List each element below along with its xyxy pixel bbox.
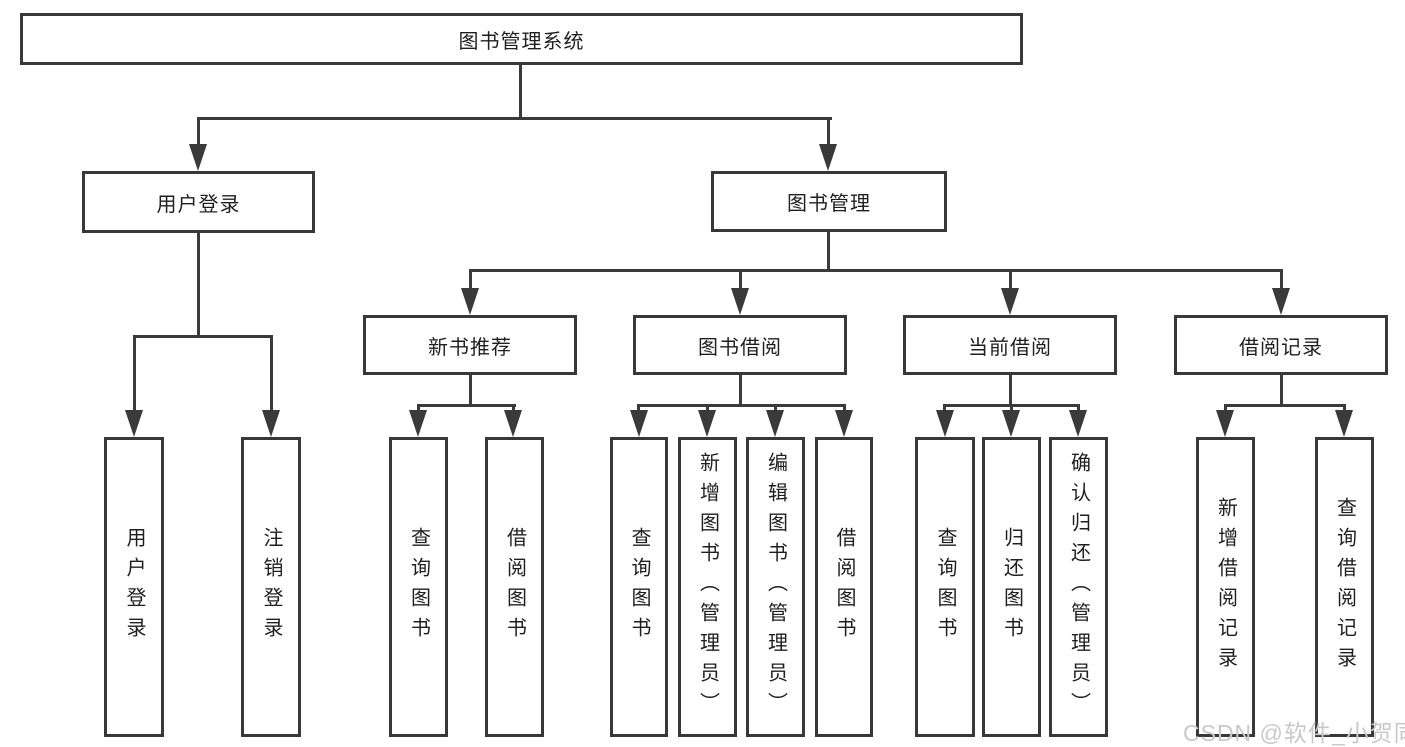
connector-line	[1009, 375, 1012, 406]
leaf-logout: 注销登录	[241, 437, 301, 737]
connector-line	[637, 404, 846, 407]
arrowhead-down-icon	[189, 144, 207, 171]
connector-line	[1010, 404, 1013, 412]
node-book-management: 图书管理	[711, 171, 947, 232]
connector-line	[270, 335, 273, 410]
arrowhead-down-icon	[461, 288, 479, 315]
leaf-cb-confirm-return: 确认归还（管理员）	[1049, 437, 1108, 737]
connector-line	[197, 117, 832, 120]
leaf-bb-edit-book: 编辑图书（管理员）	[746, 437, 805, 737]
leaf-br-query-record-label: 查询借阅记录	[1333, 497, 1356, 677]
node-root: 图书管理系统	[20, 13, 1023, 65]
leaf-user-login: 用户登录	[104, 437, 164, 737]
csdn-watermark: CSDN @软件_小贺同学	[1183, 720, 1405, 746]
arrowhead-down-icon	[819, 144, 837, 171]
arrowhead-down-icon	[1069, 410, 1087, 437]
connector-line	[827, 117, 830, 146]
connector-line	[637, 404, 640, 412]
connector-line	[943, 404, 946, 412]
connector-line	[1224, 404, 1346, 407]
connector-line	[1224, 404, 1227, 412]
node-current-borrow-label: 当前借阅	[968, 336, 1052, 359]
connector-line	[469, 269, 472, 291]
node-book-borrow-label: 图书借阅	[698, 336, 782, 359]
connector-line	[417, 404, 420, 412]
node-borrow-records: 借阅记录	[1174, 315, 1388, 375]
connector-line	[133, 335, 273, 338]
node-borrow-records-label: 借阅记录	[1239, 336, 1323, 359]
connector-line	[417, 404, 516, 407]
leaf-bb-add-book: 新增图书（管理员）	[678, 437, 737, 737]
connector-line	[133, 335, 136, 410]
connector-line	[1280, 375, 1283, 406]
arrowhead-down-icon	[1335, 410, 1353, 437]
node-current-borrow: 当前借阅	[903, 315, 1117, 375]
leaf-br-add-record: 新增借阅记录	[1196, 437, 1255, 737]
leaf-rec-borrow-book: 借阅图书	[485, 437, 544, 737]
connector-line	[774, 404, 777, 412]
connector-line	[827, 232, 830, 271]
connector-line	[469, 375, 472, 406]
leaf-bb-query-book: 查询图书	[610, 437, 668, 737]
leaf-bb-borrow-book: 借阅图书	[815, 437, 873, 737]
connector-line	[706, 404, 709, 412]
leaf-cb-return-book-label: 归还图书	[1000, 527, 1023, 647]
arrowhead-down-icon	[1216, 410, 1234, 437]
connector-line	[1009, 269, 1012, 291]
arrowhead-down-icon	[698, 410, 716, 437]
node-new-book-recommend: 新书推荐	[363, 315, 577, 375]
leaf-br-add-record-label: 新增借阅记录	[1214, 497, 1237, 677]
node-user-login: 用户登录	[82, 171, 315, 233]
connector-line	[1280, 269, 1283, 291]
arrowhead-down-icon	[936, 410, 954, 437]
connector-line	[197, 233, 200, 336]
leaf-cb-query-book: 查询图书	[915, 437, 975, 737]
leaf-br-query-record: 查询借阅记录	[1315, 437, 1374, 737]
node-book-management-label: 图书管理	[787, 193, 871, 215]
leaf-logout-label: 注销登录	[260, 527, 282, 647]
arrowhead-down-icon	[731, 288, 749, 315]
arrowhead-down-icon	[262, 410, 280, 437]
connector-line	[519, 65, 522, 118]
arrowhead-down-icon	[835, 410, 853, 437]
leaf-rec-query-book-label: 查询图书	[407, 527, 430, 647]
leaf-rec-borrow-book-label: 借阅图书	[503, 527, 526, 647]
leaf-bb-add-book-label: 新增图书（管理员）	[696, 452, 719, 722]
connector-line	[197, 117, 200, 146]
connector-line	[739, 269, 742, 291]
node-book-borrow: 图书借阅	[633, 315, 847, 375]
arrowhead-down-icon	[125, 410, 143, 437]
node-user-login-label: 用户登录	[156, 193, 241, 216]
connector-line	[843, 404, 846, 412]
node-new-book-recommend-label: 新书推荐	[428, 336, 512, 359]
leaf-cb-query-book-label: 查询图书	[934, 527, 956, 647]
arrowhead-down-icon	[1001, 288, 1019, 315]
connector-line	[512, 404, 515, 412]
arrowhead-down-icon	[504, 410, 522, 437]
leaf-user-login-label: 用户登录	[123, 527, 145, 647]
leaf-bb-borrow-book-label: 借阅图书	[833, 527, 855, 647]
arrowhead-down-icon	[1002, 410, 1020, 437]
leaf-rec-query-book: 查询图书	[389, 437, 448, 737]
connector-line	[739, 375, 742, 406]
node-root-label: 图书管理系统	[458, 30, 585, 53]
arrowhead-down-icon	[766, 410, 784, 437]
connector-line	[469, 269, 1283, 272]
leaf-cb-confirm-return-label: 确认归还（管理员）	[1067, 452, 1090, 722]
arrowhead-down-icon	[1272, 288, 1290, 315]
leaf-bb-edit-book-label: 编辑图书（管理员）	[764, 452, 787, 722]
connector-line	[1077, 404, 1080, 412]
leaf-bb-query-book-label: 查询图书	[628, 527, 650, 647]
leaf-cb-return-book: 归还图书	[982, 437, 1041, 737]
connector-line	[1343, 404, 1346, 412]
arrowhead-down-icon	[409, 410, 427, 437]
arrowhead-down-icon	[630, 410, 648, 437]
